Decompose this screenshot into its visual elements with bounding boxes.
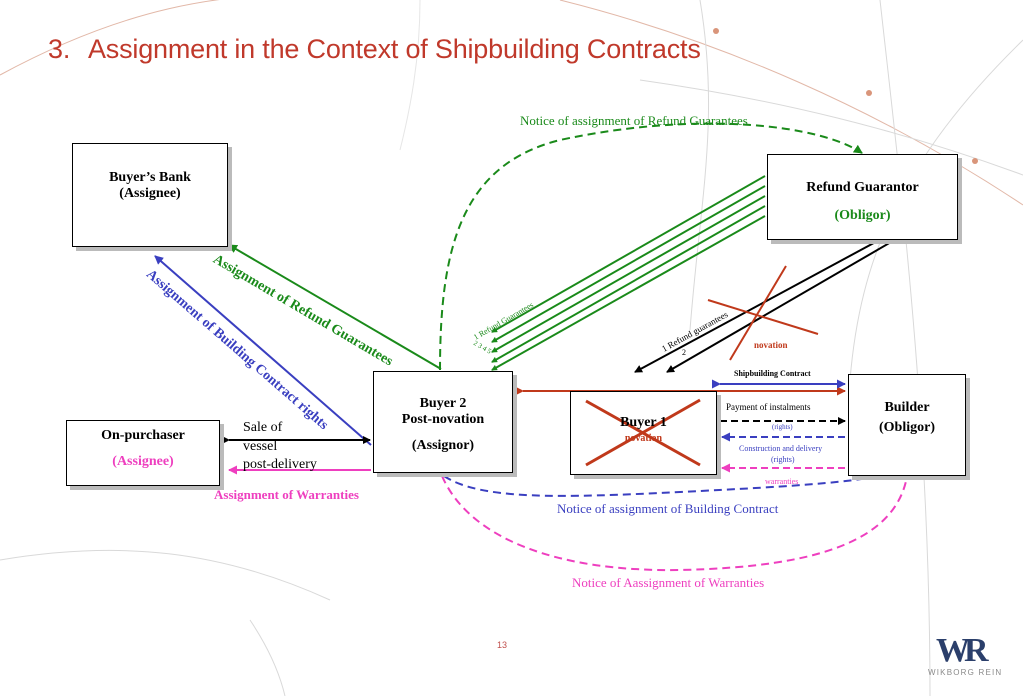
refund-guarantor-role: (Obligor) (834, 208, 891, 223)
payment-label: Payment of instalments (726, 402, 811, 412)
buyer2-box: Buyer 2 Post-novation (Assignor) (373, 371, 513, 473)
buyer1-cross (585, 398, 701, 467)
buyer1-novation: novation (624, 433, 663, 444)
on-purchaser-name: On-purchaser (101, 428, 185, 443)
refund-guarantee-lines (491, 175, 766, 371)
buyers-bank-name: Buyer’s Bank (109, 170, 191, 185)
page-title: 3. Assignment in the Context of Shipbuild… (48, 34, 701, 65)
refund-guarantor-box: Refund Guarantor (Obligor) (767, 154, 958, 240)
builder-role: (Obligor) (879, 420, 935, 435)
construction-label: Construction and delivery (739, 444, 823, 453)
warranties-label: warranties (765, 477, 799, 486)
shipbuilding-contract-label: Shipbuilding Contract (734, 369, 811, 378)
buyer2-role: (Assignor) (411, 438, 475, 453)
rg-novation-cross (707, 265, 819, 361)
on-purchaser-role: (Assignee) (112, 454, 174, 469)
buyers-bank-box: Buyer’s Bank (Assignee) (72, 143, 228, 247)
assign-rg-arrow (228, 244, 442, 370)
page-number: 13 (497, 640, 508, 650)
rights-label-2: (rights) (771, 455, 795, 464)
logo-mark: WR (936, 632, 989, 669)
rg-single-number: 2 (682, 348, 686, 357)
sale-label-1: Sale of (243, 420, 283, 435)
sale-label-3: post-delivery (243, 457, 317, 472)
notice-warranties-label: Notice of Aassignment of Warranties (572, 575, 765, 590)
refund-guarantor-name: Refund Guarantor (806, 180, 919, 195)
notice-bc-label: Notice of assignment of Building Contrac… (557, 501, 779, 516)
on-purchaser-box: On-purchaser (Assignee) (66, 420, 220, 486)
buyer2-status: Post-novation (401, 412, 485, 427)
notice-bc-arrow (443, 467, 909, 497)
notice-warranties-arrow (441, 469, 912, 572)
title-number: 3. (48, 34, 71, 64)
buyer1-name: Buyer 1 (620, 415, 667, 430)
builder-name: Builder (884, 400, 930, 415)
notice-rg-label: Notice of assignment of Refund Guarantee… (520, 113, 748, 128)
title-text: Assignment in the Context of Shipbuildin… (88, 34, 701, 64)
novation-label: novation (754, 340, 788, 350)
refund-guarantee-novation-lines (634, 237, 899, 373)
buyer1-box: Buyer 1 novation (570, 391, 717, 475)
buyer2-name: Buyer 2 (419, 396, 467, 411)
rights-label-1: (rights) (772, 423, 793, 431)
logo-text: WIKBORG REIN (928, 668, 1003, 677)
builder-box: Builder (Obligor) (848, 374, 966, 476)
buyers-bank-role: (Assignee) (119, 186, 181, 201)
sale-label-2: vessel (243, 439, 278, 454)
assign-bc-arrow (154, 255, 372, 446)
assign-warranties-label: Assignment of Warranties (214, 487, 359, 502)
notice-rg-arrow (439, 122, 863, 371)
